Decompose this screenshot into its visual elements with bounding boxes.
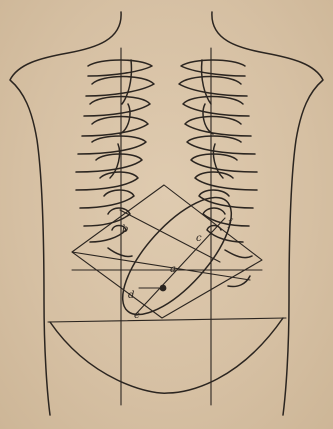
label-f: f <box>227 218 234 229</box>
right-ribs <box>179 60 257 242</box>
diagonal-line-1 <box>72 252 250 280</box>
label-d: d <box>128 290 134 301</box>
lower-horizontal-line <box>48 318 286 322</box>
left-lower-curl <box>108 248 132 257</box>
torso-outline-right <box>212 12 323 415</box>
right-lower-curl <box>225 250 252 258</box>
label-e: e <box>134 310 140 321</box>
diamond-frame <box>72 185 262 318</box>
abdomen-lower-curve <box>50 318 283 393</box>
label-a: a <box>170 264 176 275</box>
torso-outline-left <box>10 12 121 415</box>
centre-point <box>160 285 167 292</box>
label-b: b <box>122 224 128 235</box>
diagonal-line-2 <box>120 210 220 262</box>
label-c: c <box>196 233 202 244</box>
left-ribs <box>76 60 154 242</box>
